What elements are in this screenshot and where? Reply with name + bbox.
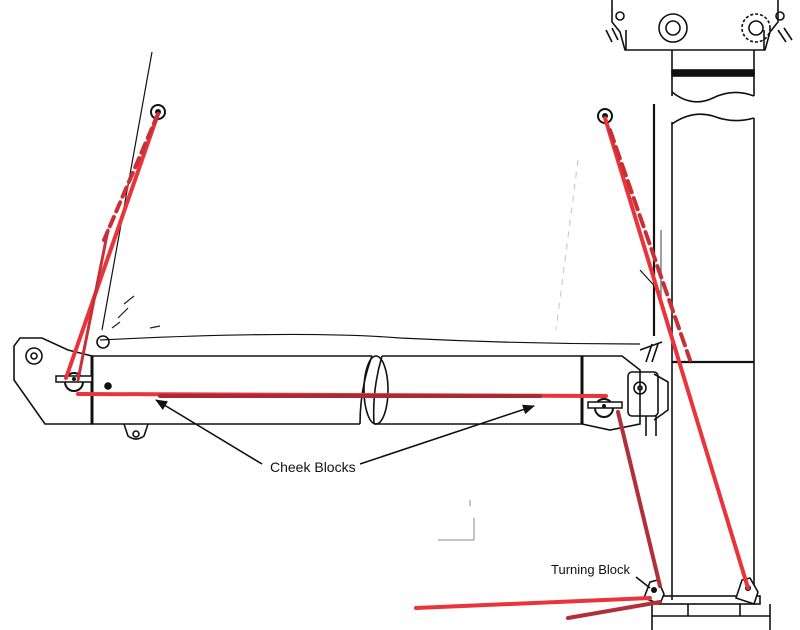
- gooseneck-bracket-icon: [627, 341, 669, 436]
- arrow-to-turning-block: [635, 576, 651, 589]
- mast-top-bracket: [611, 0, 779, 51]
- arrow-to-right-cheek-block: [359, 404, 535, 465]
- turning-block-label: Turning Block: [551, 562, 630, 577]
- callout-arrows: [155, 399, 651, 589]
- mast: [605, 0, 793, 630]
- boom-shackle-icon: [123, 423, 149, 440]
- cheek-block-left: [55, 372, 93, 392]
- arrow-to-left-cheek-block: [155, 399, 263, 465]
- top-bracket-bolts-icon: [605, 11, 793, 43]
- cheek-blocks-label: Cheek Blocks: [270, 459, 356, 475]
- red-rigging-lines: [64, 112, 750, 620]
- cheek-block-right: [587, 398, 623, 418]
- boom: [13, 295, 669, 440]
